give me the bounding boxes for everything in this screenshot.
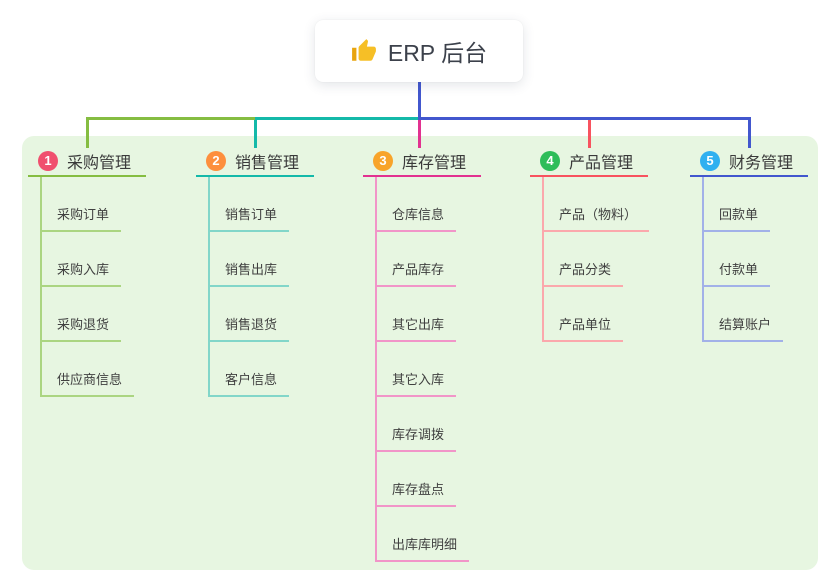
child-node[interactable]: 库存调拨 [377,424,457,452]
bus-segment-green [87,117,255,120]
child-node-row: 产品单位 [544,287,649,342]
branch-number-badge: 4 [540,150,560,171]
child-node-row: 采购订单 [42,177,146,232]
branch-label: 财务管理 [729,154,794,172]
child-node[interactable]: 销售出库 [210,259,290,287]
child-node-row: 付款单 [704,232,808,287]
branch-title-3[interactable]: 3 库存管理 [363,146,481,177]
child-node[interactable]: 产品分类 [544,259,624,287]
branch-title-5[interactable]: 5 财务管理 [690,146,808,177]
child-node[interactable]: 采购退货 [42,314,122,342]
branch-number-badge: 5 [700,150,720,171]
child-node-row: 采购退货 [42,287,146,342]
child-node-row: 回款单 [704,177,808,232]
child-node[interactable]: 库存盘点 [377,479,457,507]
root-stem-line [418,81,421,117]
branch-connector-line [254,117,257,148]
branch-5: 5 财务管理回款单付款单结算账户 [690,146,808,342]
child-node-row: 仓库信息 [377,177,481,232]
branch-children: 销售订单销售出库销售退货客户信息 [208,177,314,397]
child-node[interactable]: 供应商信息 [42,369,135,397]
child-node-row: 产品分类 [544,232,649,287]
branch-connector-line [588,117,591,148]
branch-number-badge: 2 [206,150,226,171]
child-node-row: 产品库存 [377,232,481,287]
bus-segment-indigo [418,117,751,120]
thumbs-up-icon [351,38,377,64]
branch-2: 2 销售管理销售订单销售出库销售退货客户信息 [196,146,314,397]
child-node[interactable]: 采购订单 [42,204,122,232]
branch-children: 产品（物料） 产品分类产品单位 [542,177,650,342]
child-node[interactable]: 付款单 [704,259,771,287]
branch-label: 库存管理 [402,154,467,172]
branch-label: 产品管理 [569,154,634,172]
child-node-row: 库存调拨 [377,397,481,452]
child-node-row: 销售退货 [210,287,314,342]
branch-children: 采购订单采购入库采购退货供应商信息 [40,177,146,397]
branch-4: 4 产品管理产品（物料） 产品分类产品单位 [530,146,650,342]
branch-connector-line [86,117,89,148]
child-node-row: 其它出库 [377,287,481,342]
child-node[interactable]: 产品库存 [377,259,457,287]
child-node-row: 客户信息 [210,342,314,397]
branch-label: 销售管理 [235,154,300,172]
child-node[interactable]: 销售退货 [210,314,290,342]
child-node[interactable]: 回款单 [704,204,771,232]
child-node-row: 产品（物料） [544,177,650,232]
branch-3: 3 库存管理仓库信息产品库存其它出库其它入库库存调拨库存盘点出库库明细 [363,146,481,562]
child-node[interactable]: 出库库明细 [377,534,470,562]
root-node[interactable]: ERP 后台 [315,20,523,82]
child-node-row: 采购入库 [42,232,146,287]
root-node-label: ERP 后台 [387,40,488,66]
branch-children: 仓库信息产品库存其它出库其它入库库存调拨库存盘点出库库明细 [375,177,481,562]
child-node-row: 销售出库 [210,232,314,287]
child-node[interactable]: 销售订单 [210,204,290,232]
child-node-row: 库存盘点 [377,452,481,507]
branch-children: 回款单付款单结算账户 [702,177,808,342]
branch-label: 采购管理 [67,154,132,172]
child-node-row: 其它入库 [377,342,481,397]
child-node[interactable]: 其它入库 [377,369,457,397]
child-node[interactable]: 产品（物料） [544,204,650,232]
child-node-row: 销售订单 [210,177,314,232]
branch-connector-line [748,117,751,148]
child-node[interactable]: 仓库信息 [377,204,457,232]
child-node-row: 结算账户 [704,287,808,342]
branch-number-badge: 3 [373,150,393,171]
branch-title-4[interactable]: 4 产品管理 [530,146,648,177]
branch-1: 1 采购管理采购订单采购入库采购退货供应商信息 [28,146,146,397]
child-node[interactable]: 产品单位 [544,314,624,342]
bus-segment-teal [255,117,421,120]
branches-panel [22,136,818,570]
child-node-row: 供应商信息 [42,342,146,397]
child-node[interactable]: 结算账户 [704,314,784,342]
child-node[interactable]: 采购入库 [42,259,122,287]
branch-number-badge: 1 [38,150,58,171]
child-node[interactable]: 其它出库 [377,314,457,342]
child-node-row: 出库库明细 [377,507,481,562]
child-node[interactable]: 客户信息 [210,369,290,397]
branch-title-2[interactable]: 2 销售管理 [196,146,314,177]
branch-connector-line [418,117,421,148]
branch-title-1[interactable]: 1 采购管理 [28,146,146,177]
